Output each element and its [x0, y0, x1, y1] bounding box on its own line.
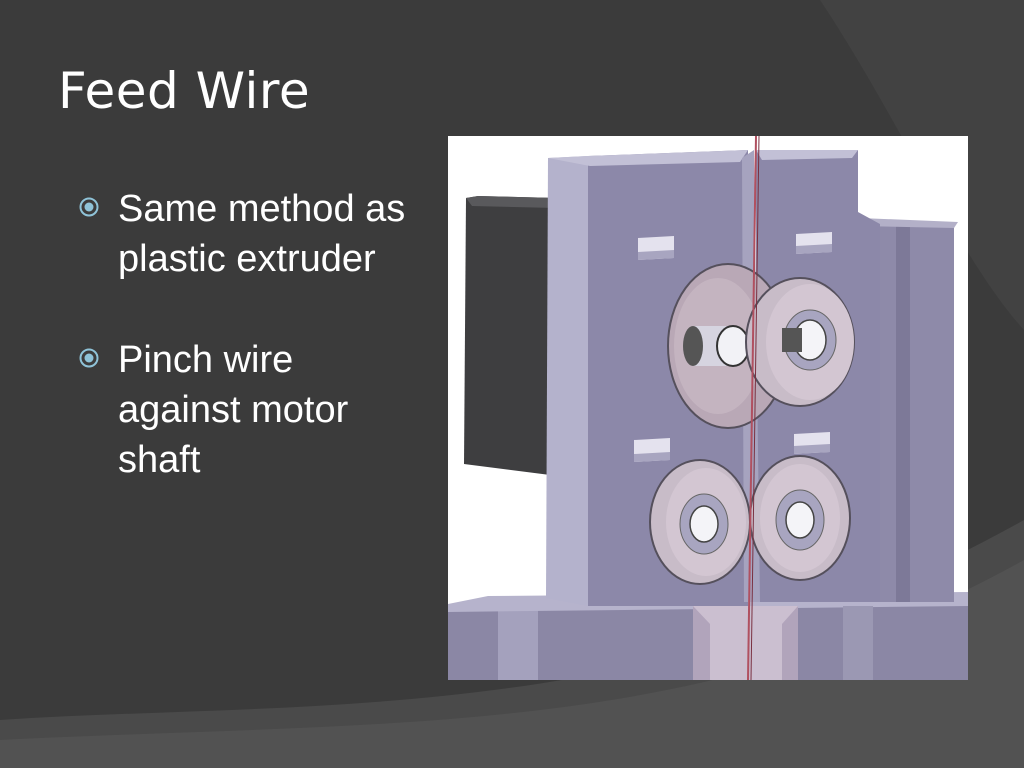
bullet-list: Same method as plastic extruder Pinch wi…: [78, 184, 418, 536]
wire-feeder-render: [448, 136, 968, 680]
circled-dot-bullet-icon: [79, 197, 99, 217]
bullet-item: Same method as plastic extruder: [78, 184, 418, 284]
circled-dot-bullet-icon: [79, 348, 99, 368]
bullet-text: Same method as plastic extruder: [118, 188, 406, 280]
cad-render-image: [448, 136, 968, 680]
slide-title: Feed Wire: [58, 62, 311, 120]
bullet-item: Pinch wire against motor shaft: [78, 335, 418, 485]
bullet-text: Pinch wire against motor shaft: [118, 339, 349, 481]
